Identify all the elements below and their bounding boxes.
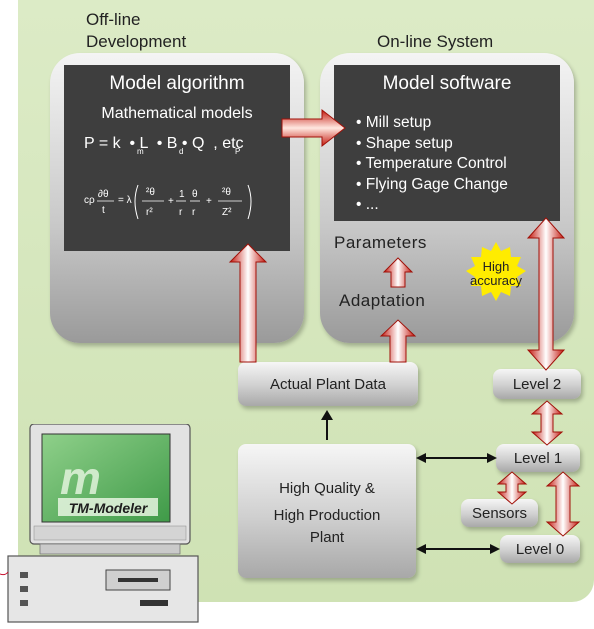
tm-logo-icon: m — [60, 452, 101, 504]
tm-modeler-label: TM-Modeler — [68, 500, 148, 516]
svg-text:²θ: ²θ — [146, 187, 155, 198]
plant-box: High Quality & High Production Plant — [238, 444, 416, 578]
level1-box: Level 1 — [496, 444, 580, 472]
connector-arrowhead — [321, 410, 333, 420]
computer-illustration: m TM-Modeler — [0, 423, 210, 624]
list-item: • Shape setup — [356, 134, 453, 152]
plant-label-line2: High Production — [273, 507, 381, 524]
led-icon — [20, 600, 28, 606]
svg-text:cρ: cρ — [84, 195, 95, 206]
arrow-adaptation-to-parameters — [382, 257, 414, 288]
arrow-software-level2 — [526, 217, 566, 371]
model-software-list: • Mill setup • Shape setup • Temperature… — [356, 113, 508, 216]
online-title: On-line System — [377, 32, 494, 51]
math-models-label: Mathematical models — [101, 105, 253, 122]
svg-text:1: 1 — [179, 189, 185, 200]
arrow-level1-sensors — [496, 471, 528, 505]
svg-text:t: t — [102, 205, 105, 216]
monitor-stand — [39, 543, 181, 555]
offline-title-line2: Development — [86, 32, 187, 51]
connector-arrowhead — [487, 453, 497, 463]
list-item: • ... — [356, 196, 379, 213]
level2-box: Level 2 — [493, 369, 581, 399]
connector-arrowhead — [416, 544, 426, 554]
burst-line1: High — [482, 259, 510, 274]
model-algorithm-box: Model algorithm Mathematical models P = … — [64, 65, 290, 251]
arrow-plant-data-to-adaptation — [379, 319, 417, 363]
svg-text:Z²: Z² — [222, 207, 232, 218]
svg-text:r: r — [192, 207, 196, 218]
svg-text:∂θ: ∂θ — [98, 189, 109, 200]
led-icon — [20, 586, 28, 592]
heat-equation-graphic: cρ ∂θ t = λ ²θ r² + 1 r θ r + — [84, 184, 252, 220]
arrow-plant-data-to-offline — [228, 243, 268, 363]
model-algorithm-title: Model algorithm — [109, 73, 245, 94]
formula-sub-d: d — [179, 147, 184, 156]
svg-text:θ: θ — [192, 189, 198, 200]
burst-line2: accuracy — [469, 273, 523, 288]
model-software-title: Model software — [382, 73, 512, 94]
actual-plant-data-box: Actual Plant Data — [238, 362, 418, 406]
svg-text:+: + — [206, 196, 212, 207]
svg-text:²θ: ²θ — [222, 187, 231, 198]
cable-icon — [0, 571, 9, 576]
online-panel: Model software • Mill setup • Shape setu… — [320, 53, 574, 343]
arrow-level1-level0 — [545, 471, 581, 537]
arrow-level2-level1 — [530, 400, 564, 446]
floppy-slot — [140, 600, 168, 606]
connector-arrowhead — [416, 453, 426, 463]
list-item: • Mill setup — [356, 114, 432, 131]
high-accuracy-burst — [466, 242, 526, 301]
formula-sub-p: P — [235, 147, 241, 156]
arrow-to-software — [281, 108, 346, 148]
svg-text:r: r — [179, 207, 183, 218]
offline-panel: Model algorithm Mathematical models P = … — [50, 53, 304, 343]
list-item: • Flying Gage Change — [356, 175, 508, 193]
monitor-bezel — [33, 525, 187, 541]
svg-text:+: + — [168, 196, 174, 207]
svg-text:r²: r² — [146, 207, 153, 218]
formula-power: P = k • L • B • Q , etc — [84, 135, 244, 152]
plant-label-line3: Plant — [309, 529, 345, 546]
list-item: • Temperature Control — [356, 155, 507, 172]
svg-text:= λ: = λ — [118, 195, 132, 206]
plant-label-line1: High Quality & — [279, 480, 375, 497]
formula-sub-m: m — [137, 147, 144, 156]
level0-box: Level 0 — [500, 535, 580, 563]
parameters-label: Parameters — [334, 233, 427, 252]
led-icon — [20, 572, 28, 578]
computer-graphic: m — [0, 423, 199, 623]
connector-arrowhead — [490, 544, 500, 554]
drive-slot — [118, 578, 158, 582]
model-software-box: Model software • Mill setup • Shape setu… — [334, 65, 560, 221]
logo-plate — [58, 498, 158, 516]
formula-heat: cρ ∂θ t = λ ²θ r² + 1 r θ r + — [84, 173, 284, 233]
sensors-box: Sensors — [461, 499, 538, 527]
high-accuracy-text: High accuracy — [468, 260, 524, 288]
offline-title-line1: Off-line — [86, 10, 141, 29]
adaptation-label: Adaptation — [339, 291, 426, 310]
